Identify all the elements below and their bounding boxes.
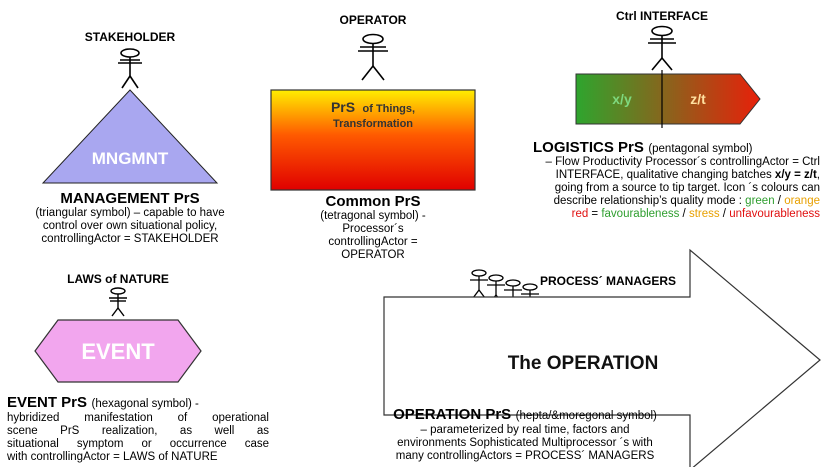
logistics-equals: = — [588, 208, 602, 220]
laws-actor-icon — [109, 287, 127, 317]
logistics-line2-formula: x/y = z/t — [774, 169, 817, 181]
operator-role-label: OPERATOR — [339, 13, 407, 27]
operator-symbol-line1: PrS of Things, — [331, 99, 415, 116]
logistics-red-word: red — [571, 208, 589, 220]
pentagon-label-left: x/y — [612, 91, 632, 107]
logistics-title-line: LOGISTICS PrS (pentagonal symbol) — [533, 139, 793, 157]
logistics-slash-3: / — [719, 208, 730, 220]
common-prs-desc-line-4: OPERATOR — [341, 249, 405, 261]
event-hexagon-symbol — [34, 319, 202, 383]
logistics-desc-line-5: red = favourableness / stress / unfavour… — [470, 208, 820, 221]
logistics-desc-block: – Flow Productivity Processor´s controll… — [470, 156, 821, 221]
operation-arrow-symbol — [383, 248, 821, 467]
logistics-line2-pre: INTERFACE, qualitative changing batches — [555, 169, 775, 181]
management-desc-line-3: controllingActor = STAKEHOLDER — [41, 233, 219, 245]
management-desc-line-2: control over own situational policy, — [42, 220, 218, 232]
operator-symbol-things: of Things, — [363, 103, 416, 115]
management-triangle-symbol — [41, 89, 219, 184]
common-prs-desc-line-3: controllingActor = — [328, 236, 418, 248]
management-title: MANAGEMENT PrS — [60, 190, 200, 207]
logistics-desc-line-4: describe relationship’s quality mode : g… — [470, 195, 820, 208]
event-title: EVENT PrS — [7, 394, 88, 411]
logistics-desc-line-2: INTERFACE, qualitative changing batches … — [470, 169, 820, 182]
management-text-block: MANAGEMENT PrS (triangular symbol) – cap… — [20, 190, 240, 246]
event-desc-line-4: with controllingActor = LAWS of NATURE — [7, 451, 218, 463]
logistics-orange-word: orange — [784, 195, 820, 207]
stakeholder-role-label: STAKEHOLDER — [84, 30, 176, 44]
logistics-line4-pre: describe relationship’s quality mode : — [553, 195, 746, 207]
event-symbol-label: EVENT — [81, 339, 155, 364]
event-desc-line-1: hybridized manifestation of operational — [7, 412, 269, 424]
logistics-green-word: green — [745, 195, 775, 207]
event-desc-line-3: situational symptom or occurrence case — [7, 438, 269, 450]
stakeholder-actor-icon — [118, 48, 142, 89]
process-role-label: PROCESS´ MANAGERS — [540, 274, 677, 288]
event-desc-line-2: scene PrS realization, as well as — [7, 425, 269, 437]
logistics-stress-word: stress — [688, 208, 720, 220]
operation-title: OPERATION PrS — [393, 406, 512, 423]
common-prs-text-block: Common PrS (tetragonal symbol) - Process… — [283, 193, 463, 262]
operation-title-line: OPERATION PrS (hepta/&moregonal symbol) — [345, 406, 705, 424]
event-title-sub: (hexagonal symbol) - — [91, 398, 199, 410]
operation-desc-line-2: environments Sophisticated Multiprocesso… — [397, 437, 653, 449]
common-prs-desc-line-1: (tetragonal symbol) - — [320, 210, 426, 222]
logistics-desc-line-1: – Flow Productivity Processor´s controll… — [545, 156, 821, 168]
operation-arrow-label: The OPERATION — [508, 353, 659, 374]
event-title-line: EVENT PrS (hexagonal symbol) - — [7, 394, 269, 412]
logistics-line2-post: , — [816, 169, 820, 181]
common-prs-desc-line-2: Processor´s — [342, 223, 404, 235]
common-prs-title: Common PrS — [325, 193, 421, 210]
pentagon-label-right: z/t — [690, 91, 706, 107]
operator-actor-icon — [358, 33, 388, 81]
logistics-title: LOGISTICS PrS — [533, 139, 644, 156]
logistics-slash-1: / — [774, 195, 785, 207]
logistics-unfavour-word: unfavourableness — [729, 208, 820, 220]
operation-title-sub: (hepta/&moregonal symbol) — [515, 410, 657, 422]
ctrl-role-label: Ctrl INTERFACE — [615, 9, 708, 23]
logistics-slash-2: / — [679, 208, 689, 220]
operation-text-block: OPERATION PrS (hepta/&moregonal symbol) … — [345, 406, 705, 463]
logistics-favour-word: favourableness — [601, 208, 680, 220]
operation-desc-line-1: – parameterized by real time, factors an… — [420, 424, 630, 436]
operator-symbol-prs: PrS — [331, 99, 355, 115]
event-text-block: EVENT PrS (hexagonal symbol) - hybridize… — [7, 394, 269, 464]
management-desc-line-1: (triangular symbol) – capable to have — [35, 207, 225, 219]
logistics-title-sub: (pentagonal symbol) — [648, 143, 753, 155]
common-prs-rectangle-symbol — [270, 89, 476, 191]
logistics-pentagon-symbol — [575, 73, 761, 125]
laws-role-label: LAWS of NATURE — [67, 272, 169, 286]
operator-symbol-line2: Transformation — [333, 118, 413, 130]
management-symbol-label: MNGMNT — [92, 149, 169, 168]
operation-desc-line-3: many controllingActors = PROCESS´ MANAGE… — [395, 450, 655, 462]
ctrl-actor-icon — [648, 25, 676, 71]
logistics-desc-line-3: going from a source to tip target. Icon … — [554, 182, 820, 194]
